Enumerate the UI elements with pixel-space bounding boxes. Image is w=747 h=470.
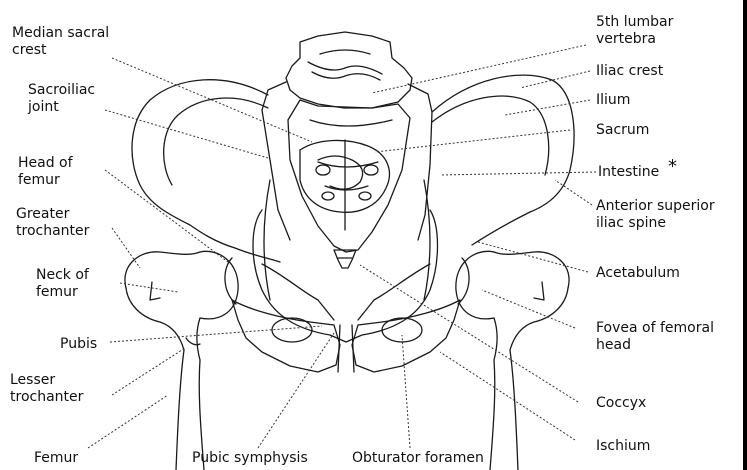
sacrum-shape [288, 100, 410, 252]
leader-neck-of-femur [120, 283, 178, 292]
leader-acetabulum [478, 242, 588, 272]
label-fifth-lumbar-vertebra: 5th lumbar vertebra [596, 14, 673, 48]
acetabulum-shape [225, 180, 469, 304]
leader-lesser-trochanter [112, 348, 185, 395]
leader-anterior-superior-iliac-spine [555, 180, 592, 205]
label-head-of-femur: Head of femur [18, 155, 73, 189]
leader-ilium [505, 100, 590, 115]
label-pubis: Pubis [60, 336, 97, 353]
right-ilium-shape [418, 75, 574, 245]
label-sacroiliac-joint: Sacroiliac joint [28, 82, 95, 116]
label-median-sacral-crest: Median sacral crest [12, 25, 109, 59]
leader-fovea-of-femoral-head [482, 290, 575, 328]
coccyx-shape [334, 250, 356, 268]
label-femur: Femur [34, 450, 78, 467]
left-femur-shape [125, 251, 238, 470]
label-sacrum: Sacrum [596, 122, 649, 139]
label-acetabulum: Acetabulum [596, 265, 680, 282]
label-intestine: Intestine [598, 164, 659, 181]
leader-obturator-foramen [402, 335, 410, 448]
fifth-lumbar-vertebra-shape [262, 32, 432, 112]
pubis-shape [232, 300, 460, 372]
label-iliac-crest: Iliac crest [596, 63, 663, 80]
label-fovea-of-femoral-head: Fovea of femoral head [596, 320, 714, 354]
leader-pubis [110, 326, 322, 342]
leader-ischium [440, 352, 575, 440]
leader-sacrum [375, 130, 570, 152]
label-ilium: Ilium [596, 92, 630, 109]
intestine-marker: * [668, 156, 677, 177]
label-pubic-symphysis: Pubic symphysis [192, 450, 308, 467]
left-ilium-shape [132, 80, 290, 262]
label-lesser-trochanter: Lesser trochanter [10, 372, 83, 406]
leader-sacroiliac-joint [105, 110, 268, 158]
leader-iliac-crest [520, 71, 590, 88]
leader-median-sacral-crest [112, 58, 312, 142]
label-neck-of-femur: Neck of femur [36, 267, 89, 301]
leader-greater-trochanter [112, 228, 140, 268]
label-ischium: Ischium [596, 438, 650, 455]
label-anterior-superior-iliac-spine: Anterior superior iliac spine [596, 198, 715, 232]
label-coccyx: Coccyx [596, 395, 646, 412]
leader-intestine [440, 172, 596, 175]
label-greater-trochanter: Greater trochanter [16, 206, 89, 240]
leader-pubic-symphysis [258, 330, 336, 448]
leader-femur [88, 395, 168, 448]
label-obturator-foramen: Obturator foramen [352, 450, 484, 467]
leader-head-of-femur [105, 170, 228, 262]
leader-lines [88, 45, 596, 448]
